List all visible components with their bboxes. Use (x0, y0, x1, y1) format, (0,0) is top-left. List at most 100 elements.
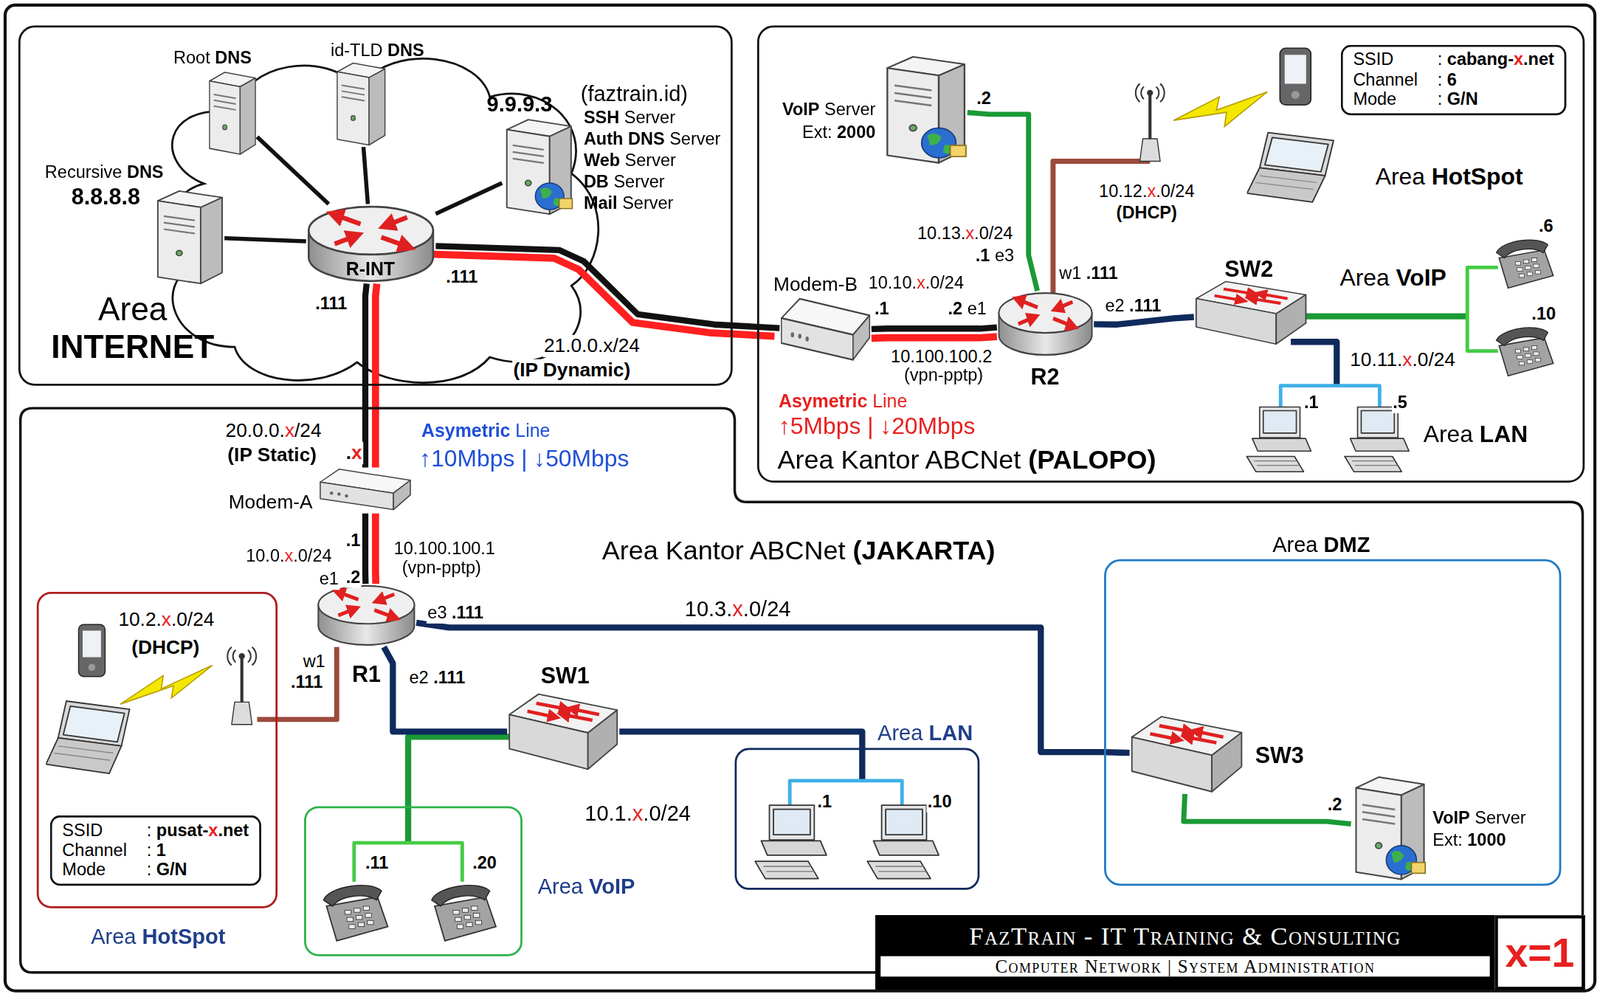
label-text: .111 (290, 672, 324, 693)
device-server: id-TLD DNS (333, 60, 387, 148)
network-link (365, 283, 378, 468)
switch-icon (1129, 714, 1245, 795)
label-text: 10.11.x.0/24 (1349, 349, 1457, 372)
device-serverg: VoIP ServerExt: 2000 (881, 53, 968, 166)
label-text: Ext: 2000 (802, 122, 876, 143)
switch-icon (507, 692, 620, 772)
label-text: Area VoIP (1338, 264, 1448, 292)
serverg-symbol (507, 119, 573, 215)
link-line (363, 146, 368, 204)
label-text: Ext: 1000 (1432, 830, 1506, 851)
label-text: x=1 (1498, 928, 1582, 976)
end-devices (45, 47, 1553, 941)
network-link (871, 327, 998, 339)
label-text: Asymetric Line (777, 391, 909, 413)
label-text: Web Server (583, 151, 677, 172)
label-text: R-INT (346, 259, 395, 281)
label-text: Area Kantor ABCNet (JAKARTA) (602, 535, 996, 567)
server-symbol (209, 72, 256, 155)
internet-cloud (167, 58, 598, 383)
server-icon (333, 60, 387, 148)
network-link (383, 647, 508, 733)
label-text: .x (344, 442, 364, 465)
area-box: Area VoIP (304, 805, 523, 956)
text-box: SSID : pusat-x.netChannel : 1Mode : G/N (50, 815, 262, 886)
link-line (1093, 317, 1194, 325)
label-text: Mode : G/N (1352, 90, 1554, 110)
label-text: .1 (344, 530, 361, 551)
label-text: SW1 (540, 663, 590, 690)
switch-symbol (1132, 716, 1243, 792)
label-text: VoIP Server (1432, 808, 1526, 829)
label-text: 10.12.x.0/24 (1098, 181, 1196, 202)
switch-icon (1194, 279, 1309, 347)
link-line (383, 647, 508, 733)
label-text: Area HotSpot (90, 924, 226, 950)
network-link (1183, 794, 1352, 825)
label-text: Area VoIP (538, 874, 636, 899)
network-link (224, 238, 307, 242)
serverg-icon (501, 116, 574, 217)
link-line (256, 136, 329, 204)
label-text: (IP Dynamic) (512, 359, 631, 382)
link-line (871, 327, 998, 330)
router-symbol (308, 206, 434, 282)
serverg-icon (881, 53, 968, 166)
label-text: Mode : G/N (61, 860, 249, 881)
device-switch: SW1 (507, 692, 620, 772)
label-text: id-TLD DNS (330, 40, 425, 61)
text-box: SSID : cabang-x.netChannel : 6Mode : G/N (1340, 45, 1567, 116)
label-text: 10.10.x.0/24 (867, 273, 965, 294)
label-text: (faztrain.id) (580, 81, 688, 107)
label-text: 10.3.x.0/24 (683, 597, 792, 622)
label-text: .5 (1391, 392, 1409, 413)
label-text: Area LAN (1422, 420, 1529, 448)
label-text: Channel : 1 (61, 840, 249, 861)
label-text: SSID : cabang-x.net (1352, 50, 1554, 71)
label-text: (DHCP) (1115, 202, 1178, 223)
label-text: 10.100.100.2 (890, 346, 994, 367)
link-line (435, 183, 502, 215)
device-server: Recursive DNS8.8.8.8 (152, 187, 225, 286)
modem-symbol (320, 469, 411, 510)
vpn-line (375, 283, 378, 468)
label-text: Modem-B (773, 273, 858, 296)
modem-icon (318, 467, 412, 513)
device-modem: Modem-A (318, 467, 412, 513)
device-router: R2 (997, 290, 1094, 358)
device-router: R1 (316, 583, 417, 648)
access-wires (256, 160, 1498, 882)
label-text: R1 (352, 661, 381, 688)
label-text: .1 (816, 791, 833, 812)
modem-icon (779, 295, 871, 366)
wireless-bolt (120, 91, 1268, 705)
router-symbol (998, 292, 1092, 355)
label-text: (vpn-pptp) (400, 557, 482, 578)
router-symbol (318, 585, 415, 646)
label-text: Area INTERNET (30, 290, 235, 367)
label-text: .111 (445, 267, 479, 288)
label-text: SSID : pusat-x.net (61, 820, 249, 841)
label-text: w1 .111 (1058, 263, 1120, 284)
label-text: Area HotSpot (1374, 163, 1524, 191)
label-text: (DHCP) (130, 636, 201, 660)
label-text: .2 e1 (946, 298, 988, 319)
label-text: Modem-A (228, 490, 313, 513)
label-text: 10.0.x.0/24 (245, 546, 333, 567)
label-text: ↑5Mbps | ↓20Mbps (777, 412, 977, 440)
label-text: .6 (1538, 216, 1555, 237)
server-symbol (157, 191, 223, 284)
link-line (362, 513, 370, 584)
label-text: SW3 (1255, 743, 1305, 770)
label-text: SSH Server (583, 108, 676, 129)
link-line (365, 283, 367, 468)
text-box: x=1 (1495, 915, 1586, 990)
label-text: R2 (1030, 364, 1060, 391)
label-text: .111 (314, 293, 349, 314)
link-line (224, 238, 307, 242)
area-border (20, 408, 1584, 973)
device-switch: SW3 (1129, 714, 1245, 795)
label-text: 10.1.x.0/24 (583, 801, 692, 826)
vpn-line (430, 253, 775, 336)
network-link (363, 146, 368, 204)
